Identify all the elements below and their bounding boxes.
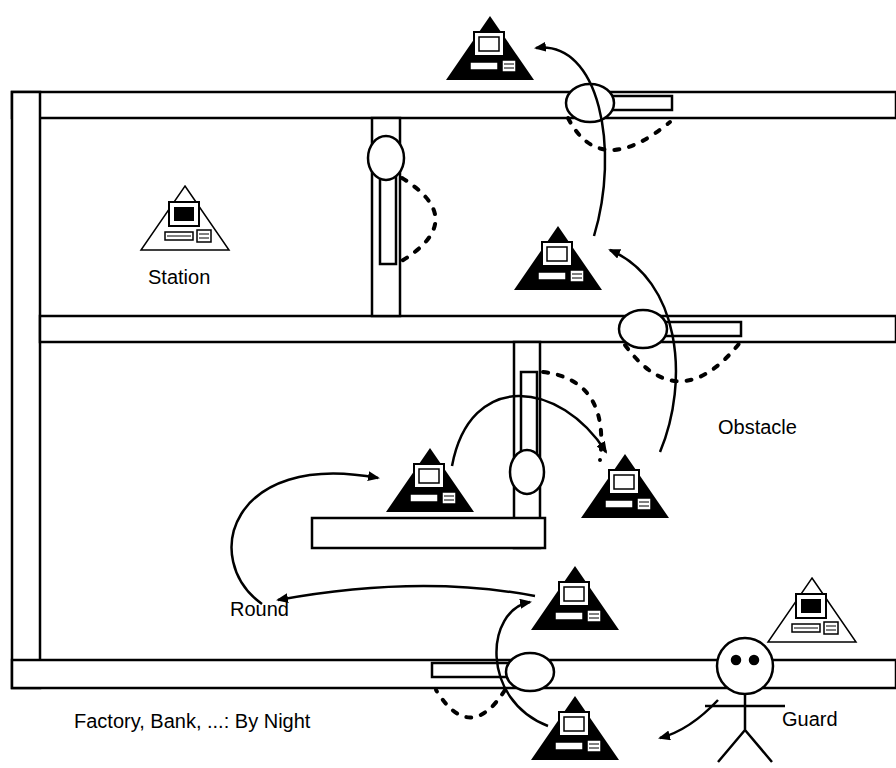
walls: [12, 92, 896, 688]
round-label: Round: [230, 598, 289, 620]
obstacle-label: Obstacle: [718, 416, 797, 438]
paths: [232, 48, 718, 738]
robots: [141, 16, 856, 760]
door-swings: [400, 118, 742, 718]
station-label: Station: [148, 266, 210, 288]
guard-figure: [705, 638, 785, 762]
doors: [368, 84, 741, 691]
guard-label: Guard: [782, 708, 838, 730]
caption-note: Factory, Bank, ...: By Night: [74, 710, 310, 732]
